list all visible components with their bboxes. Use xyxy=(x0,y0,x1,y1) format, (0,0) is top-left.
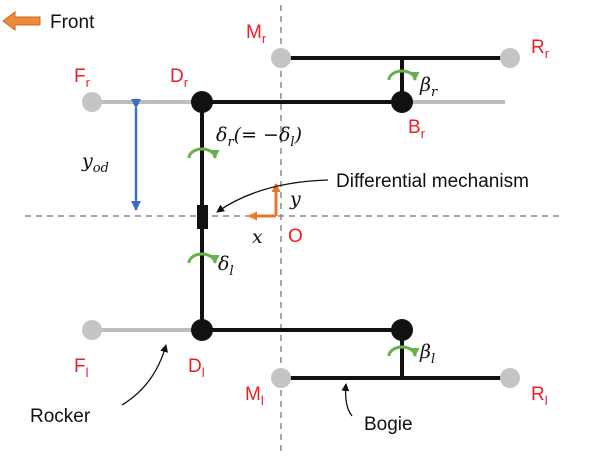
label-Br: Br xyxy=(408,117,426,141)
joint-Fl xyxy=(82,320,102,340)
differential-block xyxy=(197,205,208,229)
pointer-arrow-differential xyxy=(216,179,329,213)
label-y-od: yod xyxy=(81,150,109,176)
joint-Dl xyxy=(191,319,213,341)
rotation-arrow-delta-l xyxy=(187,252,220,264)
rotation-arrow-beta-r xyxy=(387,69,420,81)
label-axis-x: x xyxy=(252,226,263,248)
label-rocker: Rocker xyxy=(30,406,91,427)
joint-Ml xyxy=(271,368,291,388)
label-beta-r: βr xyxy=(419,74,438,100)
joint-Rr xyxy=(500,48,520,68)
label-Dr: Dr xyxy=(170,66,189,90)
arrow-left-icon xyxy=(2,11,41,31)
label-bogie: Bogie xyxy=(364,414,413,435)
label-axis-y: y xyxy=(289,188,301,210)
label-Rl: Rl xyxy=(531,384,548,408)
label-delta-r: δr(= −δl) xyxy=(216,124,302,150)
label-Fr: Fr xyxy=(74,66,91,90)
pointer-arrow-bogie xyxy=(341,383,353,417)
front-label: Front xyxy=(50,12,95,33)
joint-Rl xyxy=(500,368,520,388)
label-Mr: Mr xyxy=(246,22,267,46)
label-Dl: Dl xyxy=(188,356,205,380)
joint-Br xyxy=(391,91,413,113)
joint-Mr xyxy=(271,48,291,68)
joint-Bl xyxy=(391,319,413,341)
label-origin: O xyxy=(288,226,303,247)
pointer-arrow-rocker xyxy=(121,344,168,406)
label-Fl: Fl xyxy=(74,356,89,380)
label-Rr: Rr xyxy=(531,37,550,61)
rotation-arrow-delta-r xyxy=(187,147,220,159)
rotation-arrow-beta-l xyxy=(387,345,420,357)
joint-Fr xyxy=(82,92,102,112)
label-beta-l: βl xyxy=(419,341,435,367)
label-Ml: Ml xyxy=(245,384,264,408)
joint-Dr xyxy=(191,91,213,113)
label-differential-mechanism: Differential mechanism xyxy=(336,171,529,192)
label-delta-l: δl xyxy=(218,253,234,279)
